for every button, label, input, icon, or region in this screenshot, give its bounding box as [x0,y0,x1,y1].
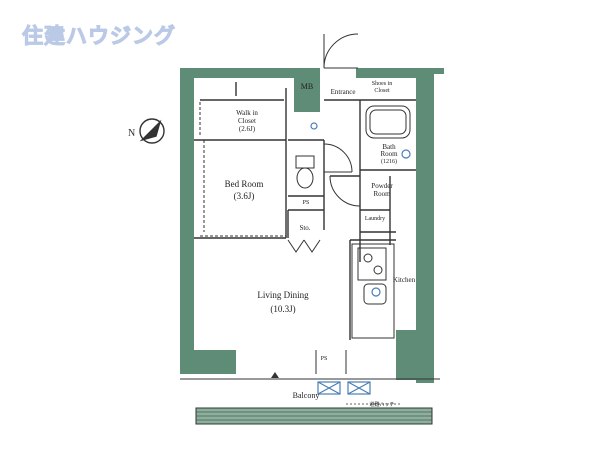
storage-label: Sto. [299,224,310,232]
balcony-area [180,378,440,425]
shoes-line2: Closet [374,88,390,94]
svg-text:N: N [128,128,135,139]
company-logo: 住建ハウジング [22,24,176,49]
hatch-note: 避難ハッチ [369,401,394,408]
entrance-label: Entrance [331,88,356,96]
exterior-walls [180,68,444,383]
mb-label: MB [301,82,313,91]
kitchen-label: Kitchen [393,276,416,284]
closet-dashes [199,102,286,237]
bedroom-size: (3.6J) [234,191,255,201]
powder-line1: Powder [371,182,393,190]
bath-line2: Room [380,150,398,158]
walkin-size: (2.6J) [239,125,256,133]
laundry-label: Laundry [365,216,385,222]
walkin-line1: Walk in [236,109,258,117]
bath-size: (1216) [381,158,397,165]
bedroom-label: Bed Room [225,179,264,189]
bathtub [365,105,411,139]
balcony-label: Balcony [293,391,320,400]
powder-line2: Room [373,190,391,198]
living-label: Living Dining [257,290,309,300]
bath-line1: Bath [382,143,396,151]
north-compass-icon: N [128,118,165,144]
doors [287,33,361,374]
water-fixtures [310,122,411,395]
ps-upper-label: PS [303,200,310,206]
ps-lower-label: PS [321,356,328,362]
walkin-line2: Closet [238,117,256,125]
living-size: (10.3J) [270,304,295,314]
window-mark-icon [271,372,279,378]
kitchen-counter [351,243,395,339]
toilet [295,155,315,189]
interior-walls [194,82,416,340]
shoes-line1: Shoes in [372,81,393,87]
